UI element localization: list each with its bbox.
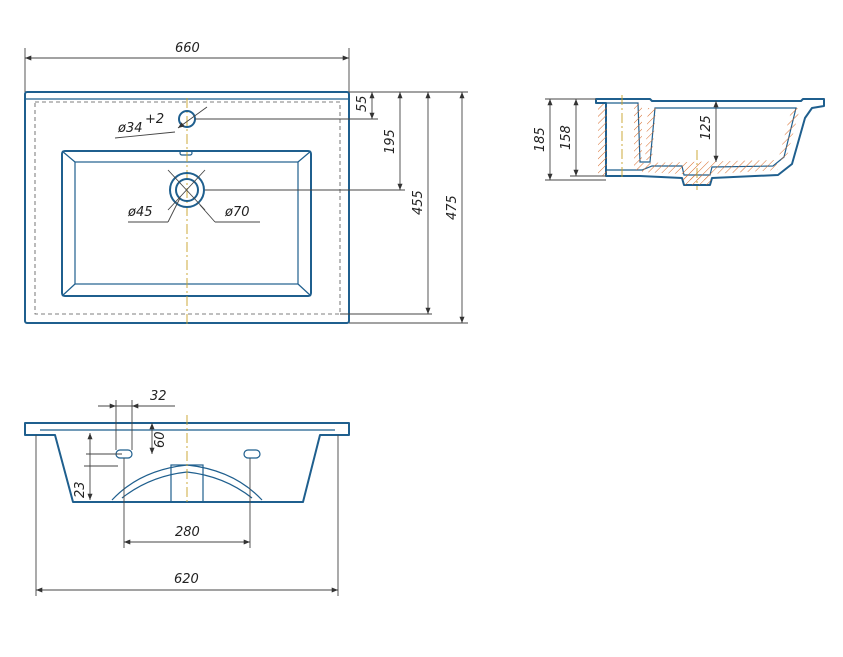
overflow-right: [243, 449, 261, 459]
tap-hole-label: ø34: [117, 121, 143, 136]
dim-125-label: 125: [699, 115, 714, 140]
tap-hole-tolerance: +2: [145, 112, 164, 127]
top-view: [24, 48, 468, 326]
dim-32-label: 32: [150, 389, 167, 404]
drain-outer: [169, 172, 205, 208]
dim-280-label: 280: [175, 525, 200, 540]
rim-dashed-outline: [34, 101, 341, 315]
drain-70-label: ø70: [224, 205, 250, 220]
front-view: [24, 400, 350, 596]
side-section-view: [545, 95, 825, 190]
dim-195-label: 195: [383, 129, 398, 154]
dim-660-label: 660: [175, 41, 200, 56]
drain-45-label: ø45: [127, 205, 153, 220]
dim-455-label: 455: [411, 190, 426, 215]
section-outer-profile: [595, 98, 825, 186]
dim-23-label: 23: [73, 481, 88, 498]
dim-158-label: 158: [559, 125, 574, 150]
dim-55-label: 55: [355, 95, 370, 112]
dim-475-label: 475: [445, 195, 460, 220]
drain-inner: [175, 178, 199, 202]
bowl-inner: [74, 161, 299, 285]
dim-185-label: 185: [533, 127, 548, 152]
dim-60-label: 60: [153, 431, 168, 448]
front-outline: [24, 422, 350, 503]
dim-620-label: 620: [174, 572, 199, 587]
